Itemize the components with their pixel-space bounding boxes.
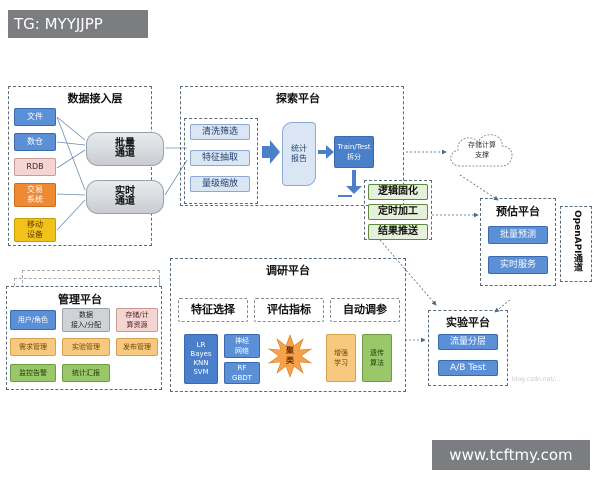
source-file: 文件 [14, 108, 56, 126]
output-logic-solidify: 逻辑固化 [368, 184, 428, 200]
explore-title: 探索平台 [276, 92, 320, 105]
step-feature-extract: 特征抽取 [190, 150, 250, 166]
output-result-push: 结果推送 [368, 224, 428, 240]
algo-rf-gbdt: RF GBDT [224, 362, 260, 384]
stats-report: 统计 报告 [282, 122, 316, 186]
explore-platform [180, 86, 404, 206]
step-cleaning: 清洗筛选 [190, 124, 250, 140]
step-scaling: 量级缩放 [190, 176, 250, 192]
batch-predict: 批量预测 [488, 226, 548, 244]
mgmt-monitor-alert: 监控告警 [10, 364, 56, 382]
train-test-split: Train/Test 拆分 [334, 136, 374, 168]
mgmt-statistics-report: 统计汇报 [62, 364, 110, 382]
openapi-box [560, 206, 592, 282]
management-title: 管理平台 [58, 293, 102, 306]
cloud-shape [450, 134, 513, 167]
predict-title: 预估平台 [496, 205, 540, 218]
source-mobile-device: 移动 设备 [14, 218, 56, 242]
research-platform [170, 258, 406, 392]
tab-feature-selection: 特征选择 [178, 298, 248, 322]
credit-text: blog.csdn.net/... [512, 376, 561, 383]
mgmt-experiment: 实验管理 [62, 338, 110, 356]
mgmt-requirement: 需求管理 [10, 338, 56, 356]
watermark-top: TG: MYYJJPP [8, 10, 148, 38]
source-trade-system: 交易 系统 [14, 183, 56, 207]
output-scheduled-process: 定时加工 [368, 204, 428, 220]
ab-test: A/B Test [438, 360, 498, 376]
algo-neural-network: 神经 网络 [224, 334, 260, 358]
mgmt-user-role: 用户/角色 [10, 310, 56, 330]
algo-clustering: 聚 类 [286, 346, 294, 365]
data-access-title: 数据接入层 [67, 92, 123, 105]
algo-genetic: 遗传 算法 [362, 334, 392, 382]
data-access-layer [8, 86, 152, 246]
cluster-starburst-icon [268, 334, 312, 378]
explore-steps-group [184, 118, 258, 204]
predict-platform [480, 198, 556, 286]
tab-eval-metrics: 评估指标 [254, 298, 324, 322]
openapi-label: OpenAPI通道 [572, 210, 582, 272]
traffic-layering: 流量分层 [438, 334, 498, 350]
algo-lr-bayes-knn-svm: LR Bayes KNN SVM [184, 334, 218, 384]
realtime-channel: 实时 通道 [86, 180, 164, 214]
watermark-bottom: www.tcftmy.com [432, 440, 590, 470]
mgmt-compute-resource: 存储/计 算资源 [116, 308, 158, 332]
algo-reinforcement: 增强 学习 [326, 334, 356, 382]
source-warehouse: 数仓 [14, 133, 56, 151]
realtime-service: 实时服务 [488, 256, 548, 274]
tab-auto-tuning: 自动调参 [330, 298, 400, 322]
mgmt-release: 发布管理 [116, 338, 158, 356]
cloud-label: 存储计算 支撑 [468, 141, 496, 159]
experiment-title: 实验平台 [446, 316, 490, 329]
research-title: 调研平台 [266, 264, 310, 277]
batch-channel: 批量 通道 [86, 132, 164, 166]
source-rdb: RDB [14, 158, 56, 176]
experiment-platform [428, 310, 508, 386]
mgmt-data-access: 数据 接入/分配 [62, 308, 110, 332]
